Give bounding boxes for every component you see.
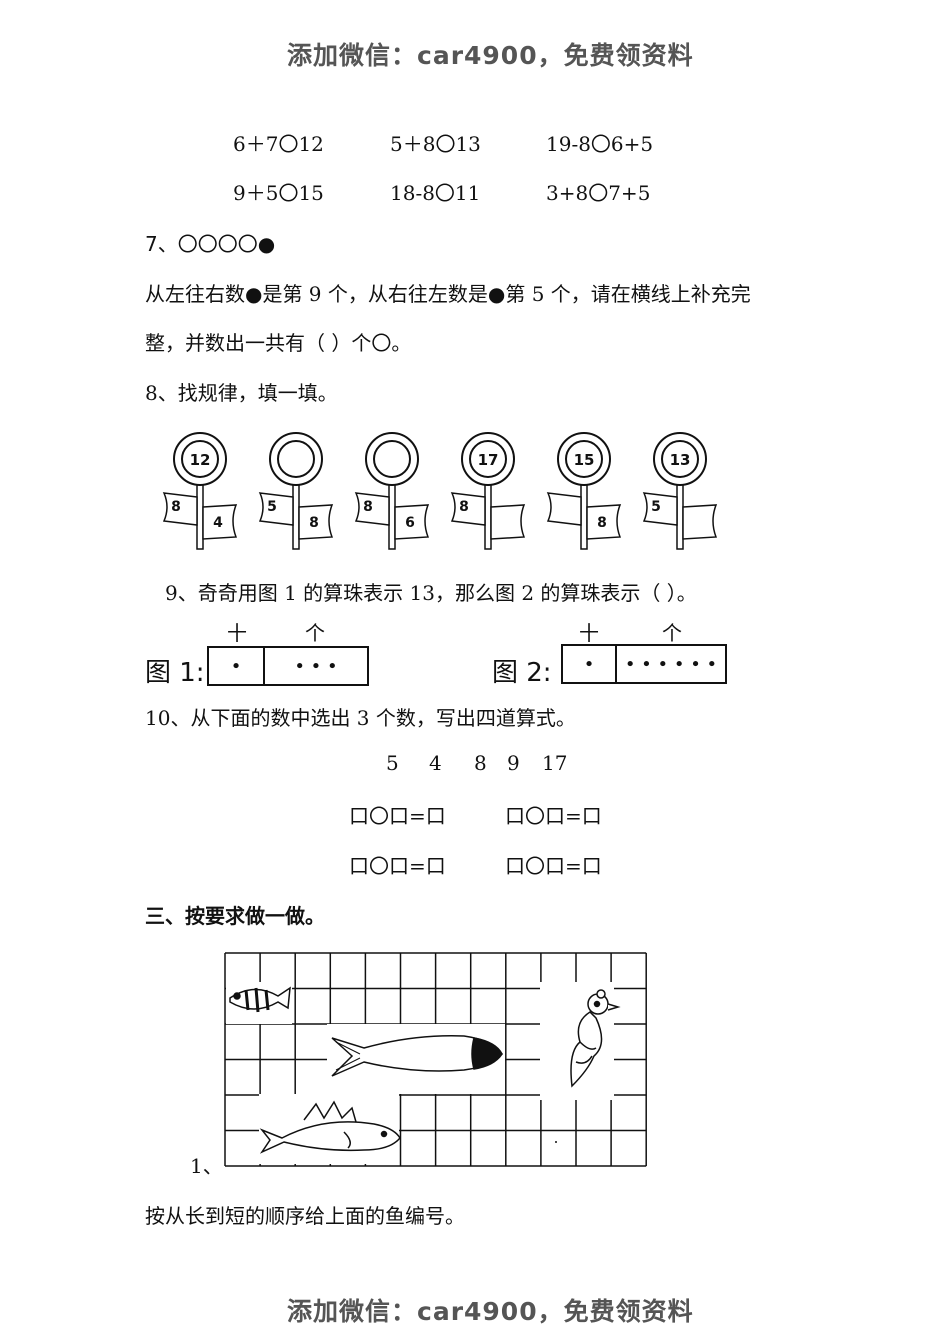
fig1-abacus: • • • •: [207, 646, 369, 686]
compare-r2-c1: 9＋5〇15: [233, 181, 324, 205]
q7-line2: 整，并数出一共有（ ）个〇。: [145, 331, 412, 355]
flower-stem: [196, 482, 204, 550]
flower-right-leaf: [586, 504, 622, 540]
flower-left-leaf: [258, 492, 294, 526]
flower-left-number: 8: [459, 499, 469, 515]
fig1-ge-label: 个: [305, 621, 325, 645]
flower-stem: [292, 482, 300, 550]
flower-left-number: 8: [171, 499, 181, 515]
q10-num-3: 8: [474, 751, 487, 775]
flower-right-number: 8: [309, 515, 319, 531]
flower-left-leaf: [642, 492, 678, 526]
fig2-shi-label: 十: [579, 621, 599, 645]
flower-right-number: 4: [213, 515, 223, 531]
q10-eq-3: 口〇口=口: [349, 854, 446, 878]
flower-2: 58: [258, 432, 334, 550]
big-fish-icon: [331, 1035, 503, 1077]
flower-4: 17 8: [450, 432, 526, 550]
flower-right-leaf: [394, 504, 430, 540]
compare-r2-c2: 18-8〇11: [390, 181, 481, 205]
flower-inner-ring: [181, 440, 219, 478]
fig1-tens-beads: •: [209, 648, 265, 684]
fig2-ones-beads: • • • • • •: [624, 653, 718, 675]
flower-center-number: 13: [670, 451, 691, 469]
q10-eq-4: 口〇口=口: [505, 854, 602, 878]
bird-icon: [570, 989, 621, 1088]
watermark-top: 添加微信：car4900，免费领资料: [287, 41, 694, 70]
q9-text: 9、奇奇用图 1 的算珠表示 13，那么图 2 的算珠表示（ ）。: [165, 581, 697, 605]
flower-left-leaf: [162, 492, 198, 526]
flower-stem: [388, 482, 396, 550]
small-fish-icon: [229, 986, 291, 1013]
flower-3: 86: [354, 432, 430, 550]
flower-right-leaf: [298, 504, 334, 540]
flower-inner-ring: [469, 440, 507, 478]
q10-num-5: 17: [542, 751, 568, 775]
flower-inner-ring: [565, 440, 603, 478]
flower-left-leaf: [450, 492, 486, 526]
compare-r1-c2: 5＋8〇13: [390, 132, 481, 156]
fig1-ones-beads: • • •: [294, 655, 338, 677]
flower-center-number: 15: [574, 451, 595, 469]
flower-inner-ring: [277, 440, 315, 478]
q10-eq-2: 口〇口=口: [505, 804, 602, 828]
flower-1: 12 8 4: [162, 432, 238, 550]
flower-center-number: 12: [190, 451, 211, 469]
q10-eq-1: 口〇口=口: [349, 804, 446, 828]
flower-5: 15 8: [546, 432, 622, 550]
q7-head: 7、〇〇〇〇●: [145, 232, 276, 256]
section3-q1-text: 按从长到短的顺序给上面的鱼编号。: [145, 1204, 465, 1228]
q10-num-1: 5: [386, 751, 399, 775]
watermark-bottom: 添加微信：car4900，免费领资料: [287, 1297, 694, 1326]
fig2-tens-beads: •: [563, 646, 617, 682]
flower-inner-ring: [373, 440, 411, 478]
bottom-fish-icon: [259, 1100, 401, 1154]
flower-right-leaf: [202, 504, 238, 540]
flower-stem: [676, 482, 684, 550]
flower-stem: [484, 482, 492, 550]
compare-r2-c3: 3+8〇7+5: [546, 181, 651, 205]
flower-left-leaf: [546, 492, 582, 526]
flower-inner-ring: [661, 440, 699, 478]
flower-right-number: 6: [405, 515, 415, 531]
q7-line1: 从左往右数●是第 9 个，从右往左数是●第 5 个，请在横线上补充完: [145, 282, 751, 306]
flower-left-leaf: [354, 492, 390, 526]
flower-right-leaf: [490, 504, 526, 540]
compare-r1-c3: 19-8〇6+5: [546, 132, 654, 156]
q10-num-2: 4: [429, 751, 442, 775]
fish-grid: [224, 952, 647, 1167]
fig1-shi-label: 十: [227, 621, 247, 645]
compare-r1-c1: 6＋7〇12: [233, 132, 324, 156]
flower-left-number: 8: [363, 499, 373, 515]
flower-right-number: 8: [597, 515, 607, 531]
flower-6: 13 5: [642, 432, 718, 550]
section3-title: 三、按要求做一做。: [145, 904, 325, 928]
fig2-abacus: • • • • • • •: [561, 644, 727, 684]
fig2-label: 图 2:: [492, 658, 552, 688]
section3-q1-number: 1、: [190, 1154, 223, 1178]
fig2-ge-label: 个: [662, 621, 682, 645]
flower-stem: [580, 482, 588, 550]
q10-title: 10、从下面的数中选出 3 个数，写出四道算式。: [145, 706, 576, 730]
flower-right-leaf: [682, 504, 718, 540]
q8-title: 8、找规律，填一填。: [145, 381, 338, 405]
q10-num-4: 9: [507, 751, 520, 775]
fig1-label: 图 1:: [145, 658, 205, 688]
flower-left-number: 5: [651, 499, 661, 515]
flower-left-number: 5: [267, 499, 277, 515]
dot-mark: [555, 1141, 557, 1143]
flower-center-number: 17: [478, 451, 499, 469]
